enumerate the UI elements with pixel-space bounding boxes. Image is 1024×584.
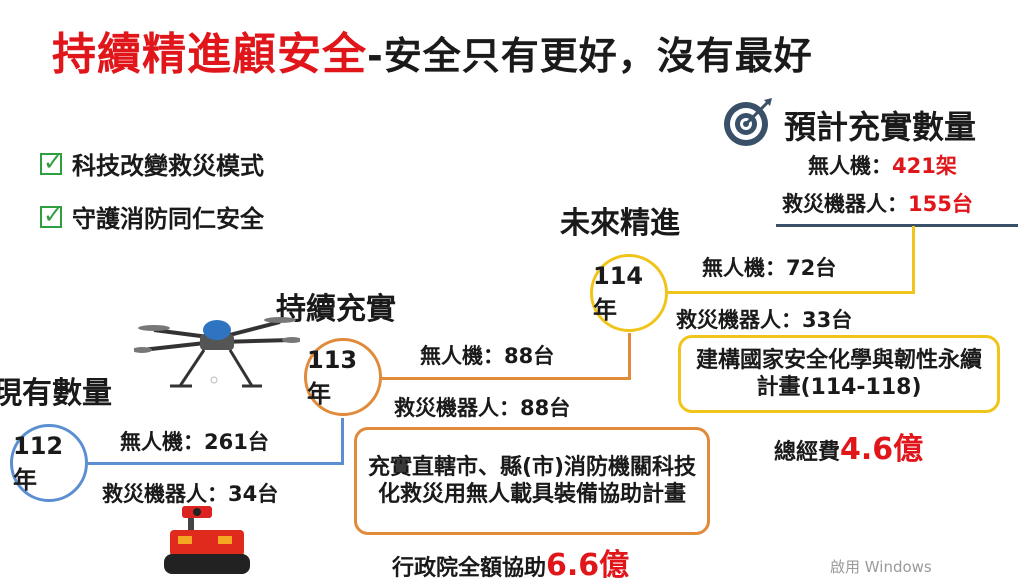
checkbox-icon xyxy=(40,201,63,229)
connector-line xyxy=(628,333,631,379)
bullet-item-1: 科技改變救災模式 xyxy=(40,146,264,181)
target-robot-value: 155台 xyxy=(908,192,973,216)
target-drone-value: 421架 xyxy=(892,154,957,178)
stage-robot-112: 救災機器人：34台 xyxy=(102,482,279,506)
robot-image xyxy=(164,504,250,574)
year-circle-113: 113年 xyxy=(304,338,382,416)
connector-line xyxy=(88,462,344,465)
title-main: 持續精進顧安全 xyxy=(52,29,367,80)
bullet-text: 科技改變救災模式 xyxy=(72,152,264,180)
funding-label: 行政院全額協助 xyxy=(392,556,547,581)
plan-funding-114: 總經費4.6億 xyxy=(774,424,923,468)
target-drone: 無人機：421架 xyxy=(808,150,957,180)
connector-line xyxy=(912,226,915,294)
plan-box-114: 建構國家安全化學與韌性永續計畫(114-118) xyxy=(678,335,1000,413)
stage-drone-114: 無人機：72台 xyxy=(702,256,837,280)
bullet-item-2: 守護消防同仁安全 xyxy=(40,199,264,234)
target-icon xyxy=(722,96,774,148)
funding-label: 總經費 xyxy=(774,440,841,465)
target-robot: 救災機器人：155台 xyxy=(782,188,973,218)
bullet-text: 守護消防同仁安全 xyxy=(72,205,264,233)
drone-image xyxy=(132,300,302,394)
year-circle-114: 114年 xyxy=(590,254,668,332)
stage-robot-113: 救災機器人：88台 xyxy=(394,396,571,420)
target-drone-label: 無人機： xyxy=(808,154,892,178)
target-heading: 預計充實數量 xyxy=(784,108,977,146)
connector-line xyxy=(341,418,344,464)
plan-funding-113: 行政院全額協助6.6億 xyxy=(392,540,629,584)
connector-line xyxy=(382,377,631,380)
checkbox-icon xyxy=(40,148,63,176)
title-sub: -安全只有更好，沒有最好 xyxy=(367,34,813,78)
stage-label-current: 現有數量 xyxy=(0,376,112,411)
stage-label-future: 未來精進 xyxy=(560,206,680,241)
connector-line xyxy=(668,291,915,294)
stage-label-continue: 持續充實 xyxy=(276,292,396,327)
target-underline xyxy=(776,224,1018,227)
stage-drone-113: 無人機：88台 xyxy=(420,344,555,368)
page-title: 持續精進顧安全-安全只有更好，沒有最好 xyxy=(52,18,813,82)
plan-box-113: 充實直轄市、縣(市)消防機關科技化救災用無人載具裝備協助計畫 xyxy=(354,427,710,535)
stage-robot-114: 救災機器人：33台 xyxy=(676,308,853,332)
windows-watermark: 啟用 Windows xyxy=(830,558,932,576)
target-robot-label: 救災機器人： xyxy=(782,192,908,216)
stage-drone-112: 無人機：261台 xyxy=(120,430,269,454)
funding-value: 6.6億 xyxy=(546,548,630,583)
year-circle-112: 112年 xyxy=(10,424,88,502)
funding-value: 4.6億 xyxy=(840,432,924,467)
